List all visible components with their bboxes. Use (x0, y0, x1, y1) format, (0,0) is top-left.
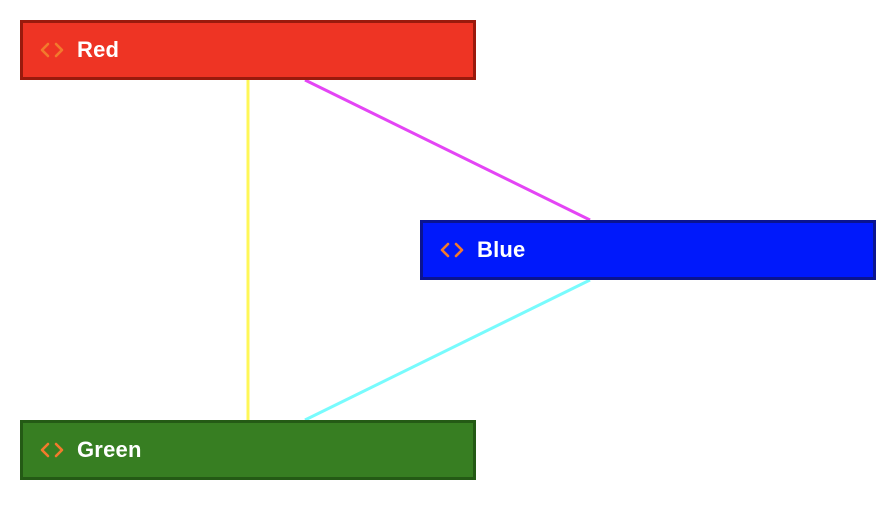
node-label-red: Red (77, 37, 120, 62)
code-brackets-icon (39, 40, 65, 60)
edge-red-blue (304, 78, 591, 222)
edge-blue-green (304, 278, 591, 422)
code-brackets-icon (439, 240, 465, 260)
code-brackets-icon (39, 440, 65, 460)
node-label-blue: Blue (477, 237, 526, 262)
node-red[interactable]: Red (20, 20, 476, 80)
node-blue[interactable]: Blue (420, 220, 876, 280)
node-green[interactable]: Green (20, 420, 476, 480)
node-label-green: Green (77, 437, 142, 462)
